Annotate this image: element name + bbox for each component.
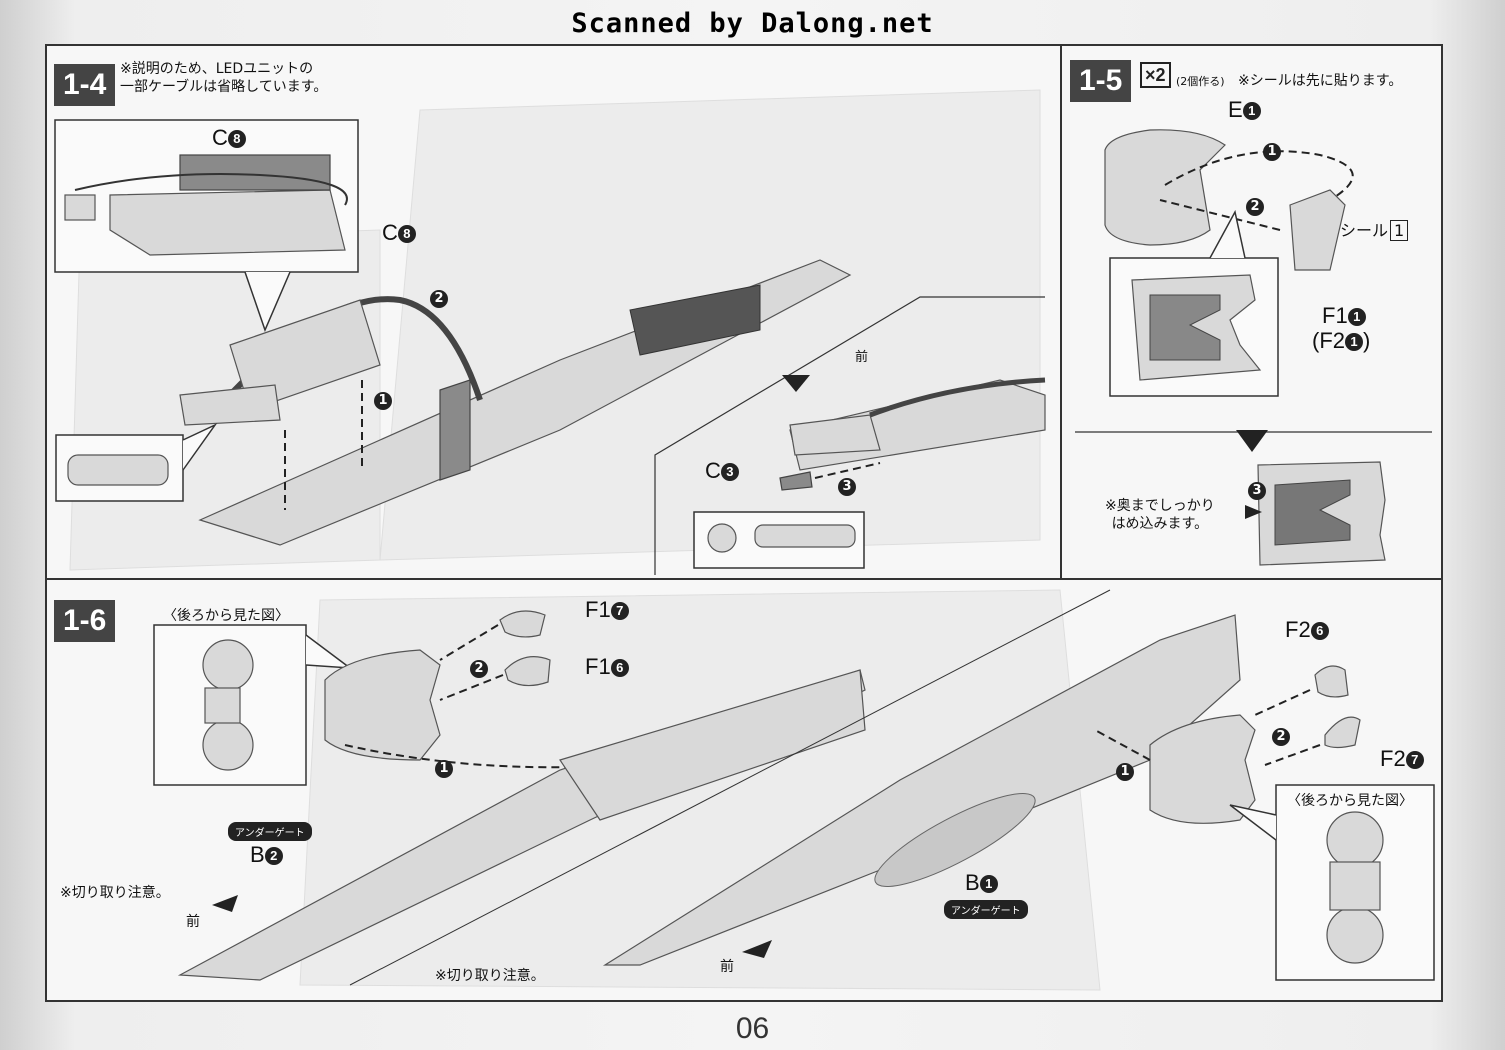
fuselage-battery-block <box>629 284 761 356</box>
page-number: 06 <box>735 1012 770 1045</box>
step-number: 1 <box>1116 763 1134 781</box>
intake-right <box>1149 714 1256 824</box>
part-f1-7 <box>499 610 546 638</box>
step-1-6-label: 1-6 <box>54 600 116 642</box>
intake-e1 <box>1104 129 1226 246</box>
note-line: はめ込みます。 <box>1111 516 1209 532</box>
step-1-4-illustration <box>54 119 1046 575</box>
note-line: ※奥までしっかり <box>1105 498 1215 514</box>
rear-view-label-right: 〈後ろから見た図〉 <box>1287 793 1413 809</box>
part-f2-7 <box>1324 716 1361 749</box>
front-direction-label: 前 <box>855 350 869 365</box>
step-number: 3 <box>838 478 856 496</box>
step-number: 3 <box>1248 482 1266 500</box>
divider-vertical <box>1060 44 1062 579</box>
note-line: 一部ケーブルは省略しています。 <box>120 79 328 95</box>
led-unit-part <box>109 189 346 256</box>
fuselage-upper-b1 <box>602 614 1241 966</box>
part-f1-6 <box>504 656 551 687</box>
cut-note-left: ※切り取り注意。 <box>60 885 170 901</box>
step-1-4-label: 1-4 <box>54 64 116 106</box>
step-number: 1 <box>435 760 453 778</box>
step-number: 2 <box>1272 728 1290 746</box>
part-f2-6 <box>1314 665 1349 698</box>
scan-credit: Scanned by Dalong.net <box>571 8 934 39</box>
fuselage-post <box>439 379 471 481</box>
led-board <box>179 154 331 191</box>
cut-note-center: ※切り取り注意。 <box>435 968 545 984</box>
undergate-badge-b2: アンダーゲート <box>228 822 312 841</box>
step-number: 2 <box>1246 198 1264 216</box>
part-f1 <box>1289 189 1346 271</box>
front-direction-label: 前 <box>720 959 734 975</box>
multiplier-badge: ×2 <box>1140 62 1171 88</box>
step-number: 1 <box>1263 143 1281 161</box>
step-1-4-note: ※説明のため、LEDユニットの 一部ケーブルは省略しています。 <box>120 60 327 96</box>
sticker-note: ※シールは先に貼ります。 <box>1238 73 1403 89</box>
step-1-6-illustration <box>153 589 1435 986</box>
undergate-badge-b1: アンダーゲート <box>944 900 1028 919</box>
divider-horizontal <box>45 578 1441 580</box>
step-1-5-illustration <box>1075 129 1432 566</box>
step-number: 2 <box>430 290 448 308</box>
led-lens <box>179 384 281 426</box>
front-direction-label: 前 <box>186 914 200 930</box>
step-1-5-label: 1-5 <box>1070 60 1132 102</box>
part-c3 <box>779 471 813 491</box>
rear-view-label-left: 〈後ろから見た図〉 <box>163 608 289 624</box>
step-number: 2 <box>470 660 488 678</box>
press-note: ※奥までしっかり はめ込みます。 <box>1105 497 1215 533</box>
intake-left <box>324 649 441 761</box>
count-note: (2個作る) <box>1176 75 1225 88</box>
step-number: 1 <box>374 392 392 410</box>
note-line: ※説明のため、LEDユニットの <box>120 61 314 77</box>
